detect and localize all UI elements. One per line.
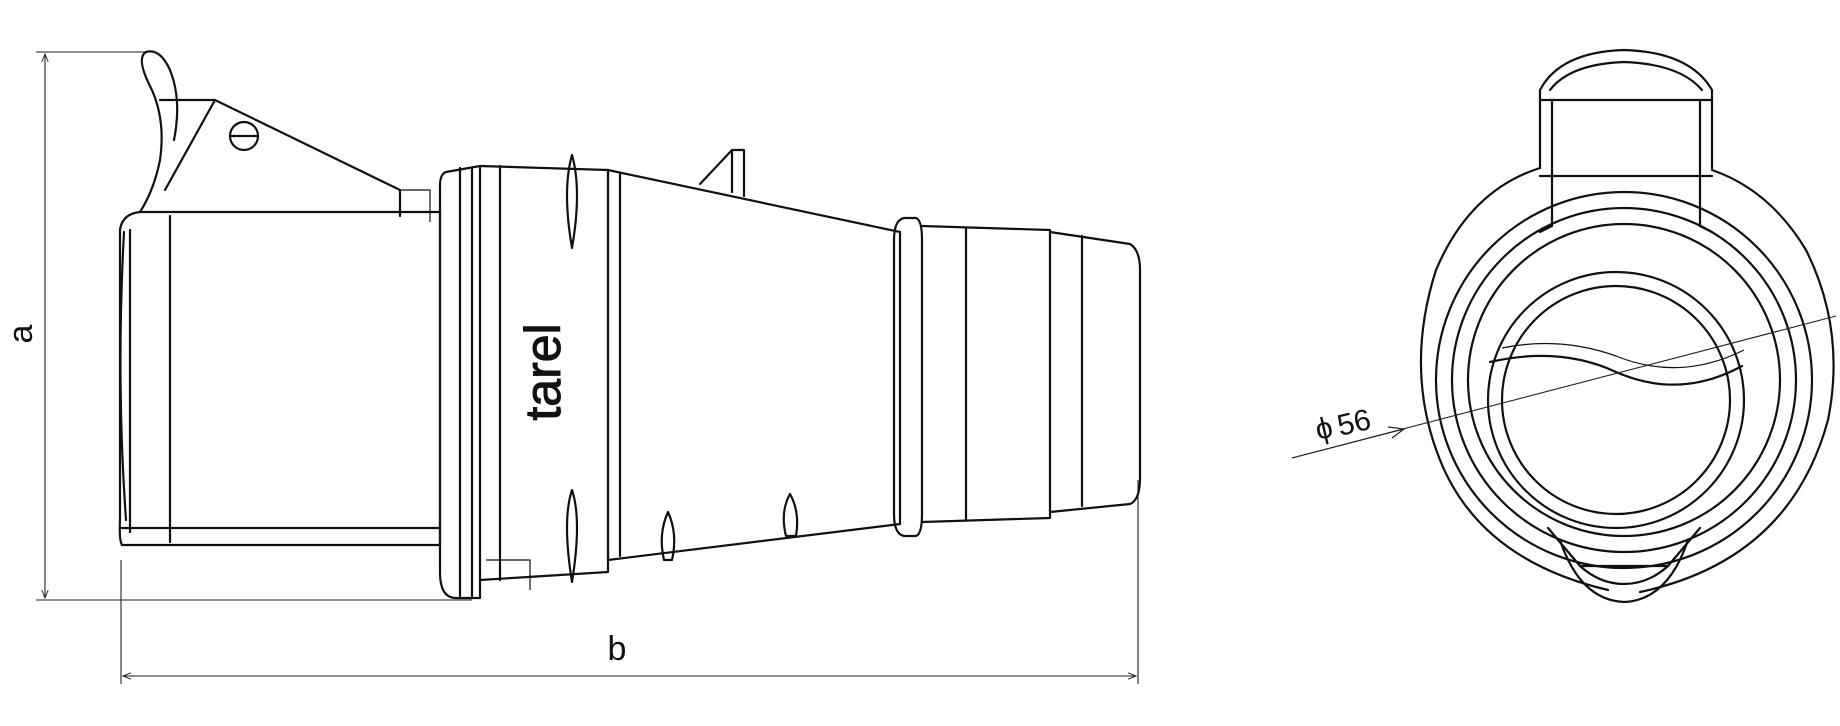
socket-body [118, 210, 442, 547]
diameter-dimension: ϕ 56 [1291, 315, 1837, 459]
length-dimension-label: b [608, 630, 627, 668]
length-dimension: b [120, 480, 1139, 684]
collar-rings [438, 164, 610, 600]
height-dimension: a [2, 51, 472, 601]
plug-end [892, 216, 1142, 538]
front-view: ϕ 56 [1291, 48, 1837, 604]
socket-lid [138, 50, 431, 222]
height-dimension-label: a [2, 324, 40, 343]
diameter-symbol: ϕ [1312, 411, 1336, 447]
diameter-value: 56 [1334, 403, 1374, 443]
brand-logo-text: tarel [515, 323, 571, 420]
tapered-body [565, 148, 902, 584]
side-view: a b [2, 50, 1142, 684]
